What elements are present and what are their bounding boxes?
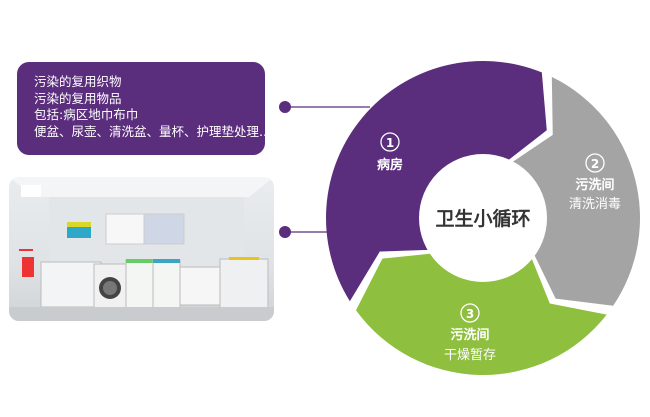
step-number: 3: [466, 307, 474, 321]
note-line: 便盆、尿壶、清洗盆、量杯、护理垫处理...: [34, 123, 271, 139]
step-1-label: 1 病房: [377, 132, 403, 173]
step-2-label: 2 污洗间 清洗消毒: [569, 153, 621, 212]
step-subtitle: 清洗消毒: [569, 197, 621, 212]
center-circle: [419, 154, 547, 282]
utility-room-photo: [9, 177, 274, 321]
description-box: 污染的复用织物 污染的复用物品 包括:病区地巾布巾 便盆、尿壶、清洗盆、量杯、护…: [17, 62, 271, 155]
step-number: 1: [386, 136, 394, 150]
step-title: 污洗间: [575, 177, 614, 193]
step-3-label: 3 污洗间 干燥暂存: [444, 303, 496, 363]
step-number: 2: [591, 157, 599, 171]
note-line: 污染的复用物品: [34, 90, 122, 106]
connector-dot: [279, 226, 291, 238]
cycle-segment-2: [509, 76, 640, 306]
step-number-circle: [460, 303, 480, 323]
step-subtitle: 干燥暂存: [444, 348, 496, 363]
note-line: 包括:病区地巾布巾: [34, 107, 139, 122]
connector-dot: [279, 101, 291, 113]
note-line: 污染的复用织物: [34, 74, 122, 89]
step-title: 污洗间: [450, 327, 489, 343]
room-illustration: [9, 177, 274, 321]
cycle-segment-1: [325, 60, 547, 302]
center-label: 卫生小循环: [435, 207, 530, 230]
step-number-circle: [380, 132, 400, 152]
step-title: 病房: [377, 157, 403, 173]
step-number-circle: [585, 153, 605, 173]
cycle-segment-3: [355, 253, 607, 375]
